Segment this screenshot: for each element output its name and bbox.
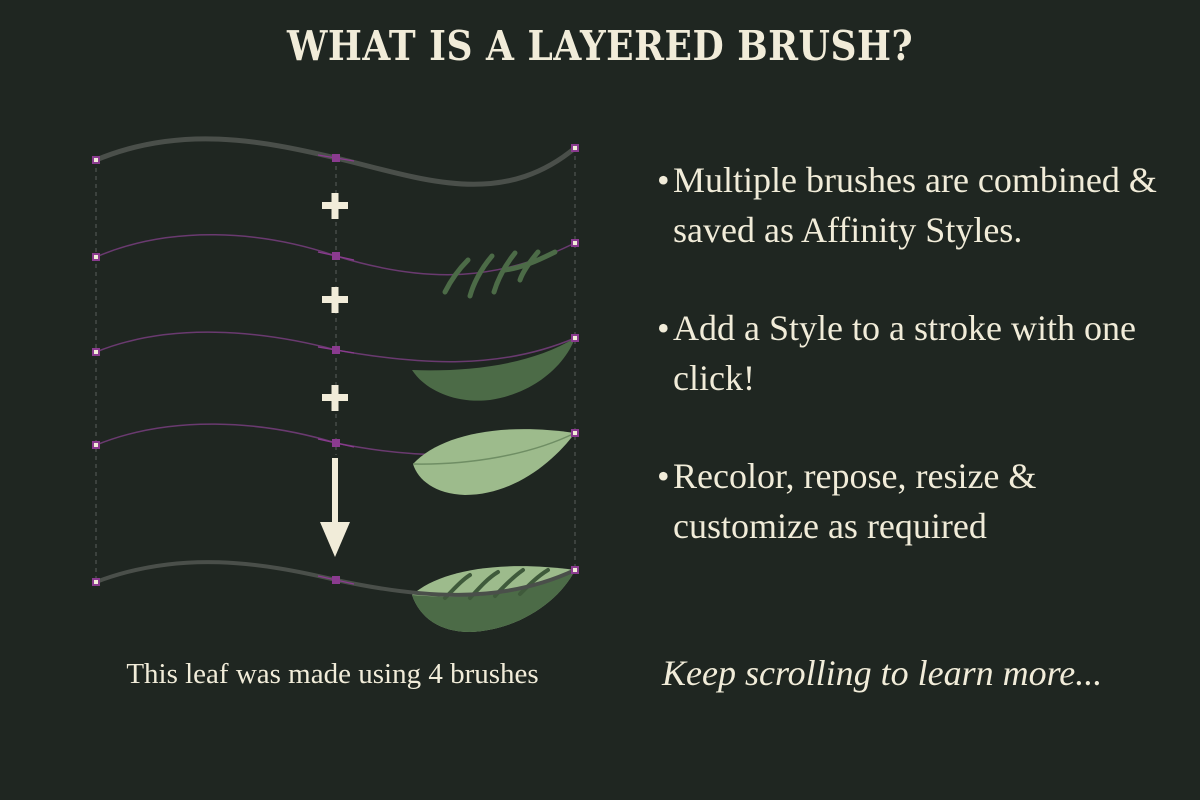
- down-arrow-icon: [320, 458, 350, 557]
- bullet-text: Recolor, repose, resize & customize as r…: [673, 456, 1037, 546]
- final-combined-leaf: [94, 560, 577, 632]
- bullet-dot-icon: •: [657, 160, 670, 200]
- bullet-item: • Recolor, repose, resize & customize as…: [655, 451, 1175, 551]
- page-title: WHAT IS A LAYERED BRUSH?: [286, 22, 914, 71]
- bullet-item: • Add a Style to a stroke with one click…: [655, 303, 1175, 403]
- diagram-caption: This leaf was made using 4 brushes: [126, 658, 539, 690]
- plus-icon-1: [322, 193, 348, 219]
- endpoint-nodes: [92, 144, 579, 586]
- bullet-text: Multiple brushes are combined & saved as…: [673, 160, 1157, 250]
- bullet-list: • Multiple brushes are combined & saved …: [655, 155, 1175, 599]
- node-handles: [317, 154, 355, 585]
- keep-scrolling-text: Keep scrolling to learn more...: [662, 653, 1103, 693]
- bullet-dot-icon: •: [657, 456, 670, 496]
- bullet-item: • Multiple brushes are combined & saved …: [655, 155, 1175, 255]
- bullet-dot-icon: •: [657, 308, 670, 348]
- plus-icon-3: [322, 385, 348, 411]
- bullet-text: Add a Style to a stroke with one click!: [673, 308, 1136, 398]
- plus-icon-2: [322, 287, 348, 313]
- plus-signs: [322, 193, 348, 411]
